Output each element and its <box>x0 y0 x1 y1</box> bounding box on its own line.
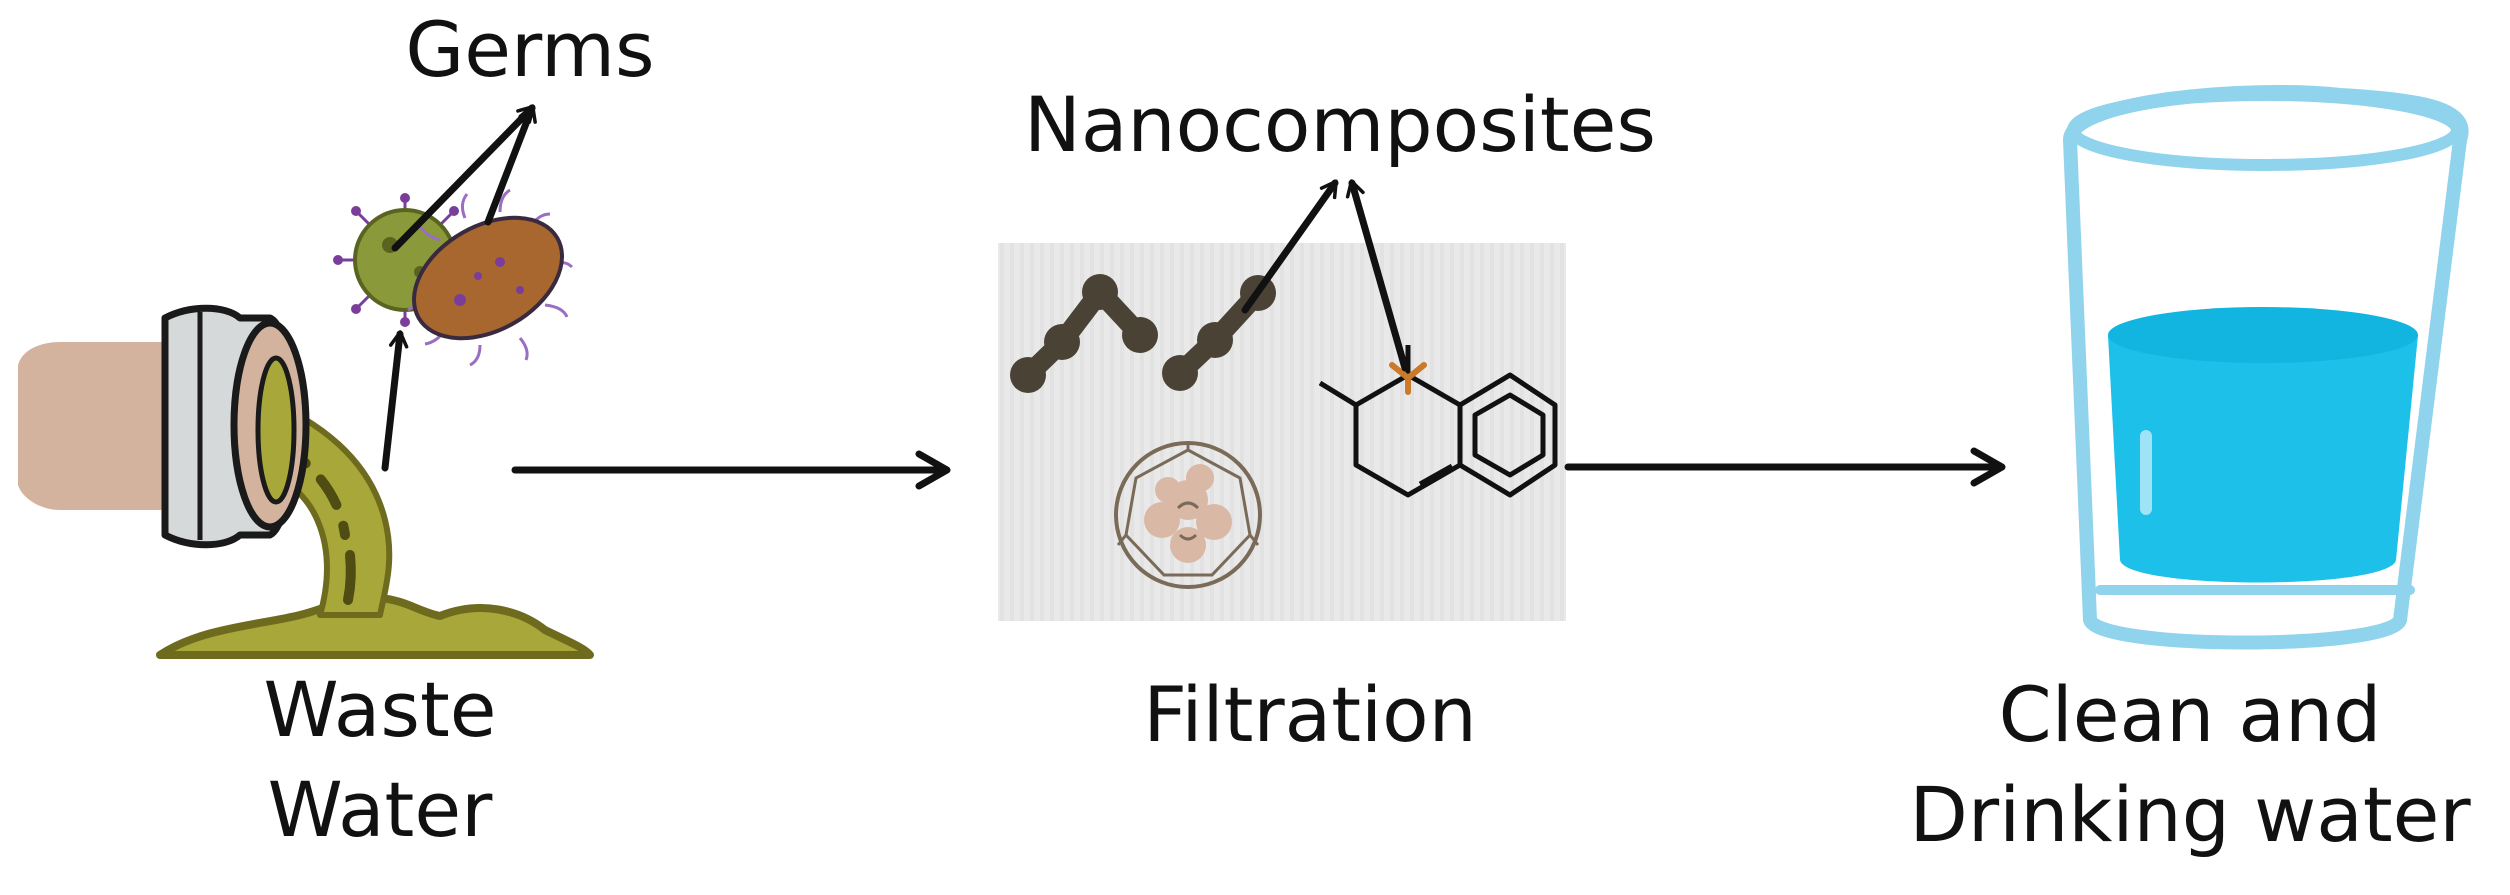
water-glass-icon <box>2063 85 2469 650</box>
filtration-label: Filtration <box>1143 670 1477 759</box>
clean-water-label-line-1: Clean and <box>1998 670 2382 759</box>
waste-water-pipe-icon <box>18 304 594 659</box>
water-surface <box>2108 307 2418 363</box>
process-arrows <box>511 447 2006 490</box>
germs-label: Germs <box>405 5 655 94</box>
nano-chain-1 <box>1010 274 1158 393</box>
nanocomposite-pointer-arrows <box>1241 179 1409 372</box>
waste-water-label: Waste Water <box>160 660 600 860</box>
germ-pointer-arrows <box>381 104 537 472</box>
nanocomposite-filter-icon <box>998 243 1566 621</box>
waste-water-label-line-2: Water <box>267 765 493 854</box>
water-body <box>2108 335 2418 583</box>
nanocomposites-label: Nanocomposites <box>1023 80 1656 169</box>
waste-water-label-line-1: Waste <box>263 665 497 754</box>
clean-water-label-line-2: Drinking water <box>1909 770 2471 859</box>
clean-water-label: Clean and Drinking water <box>1880 665 2500 865</box>
bacteria-icon <box>407 188 574 367</box>
waste-puddle <box>156 593 594 659</box>
pipe-body <box>18 342 180 510</box>
organic-molecule <box>1318 345 1558 498</box>
fullerene-cage <box>1114 441 1262 589</box>
